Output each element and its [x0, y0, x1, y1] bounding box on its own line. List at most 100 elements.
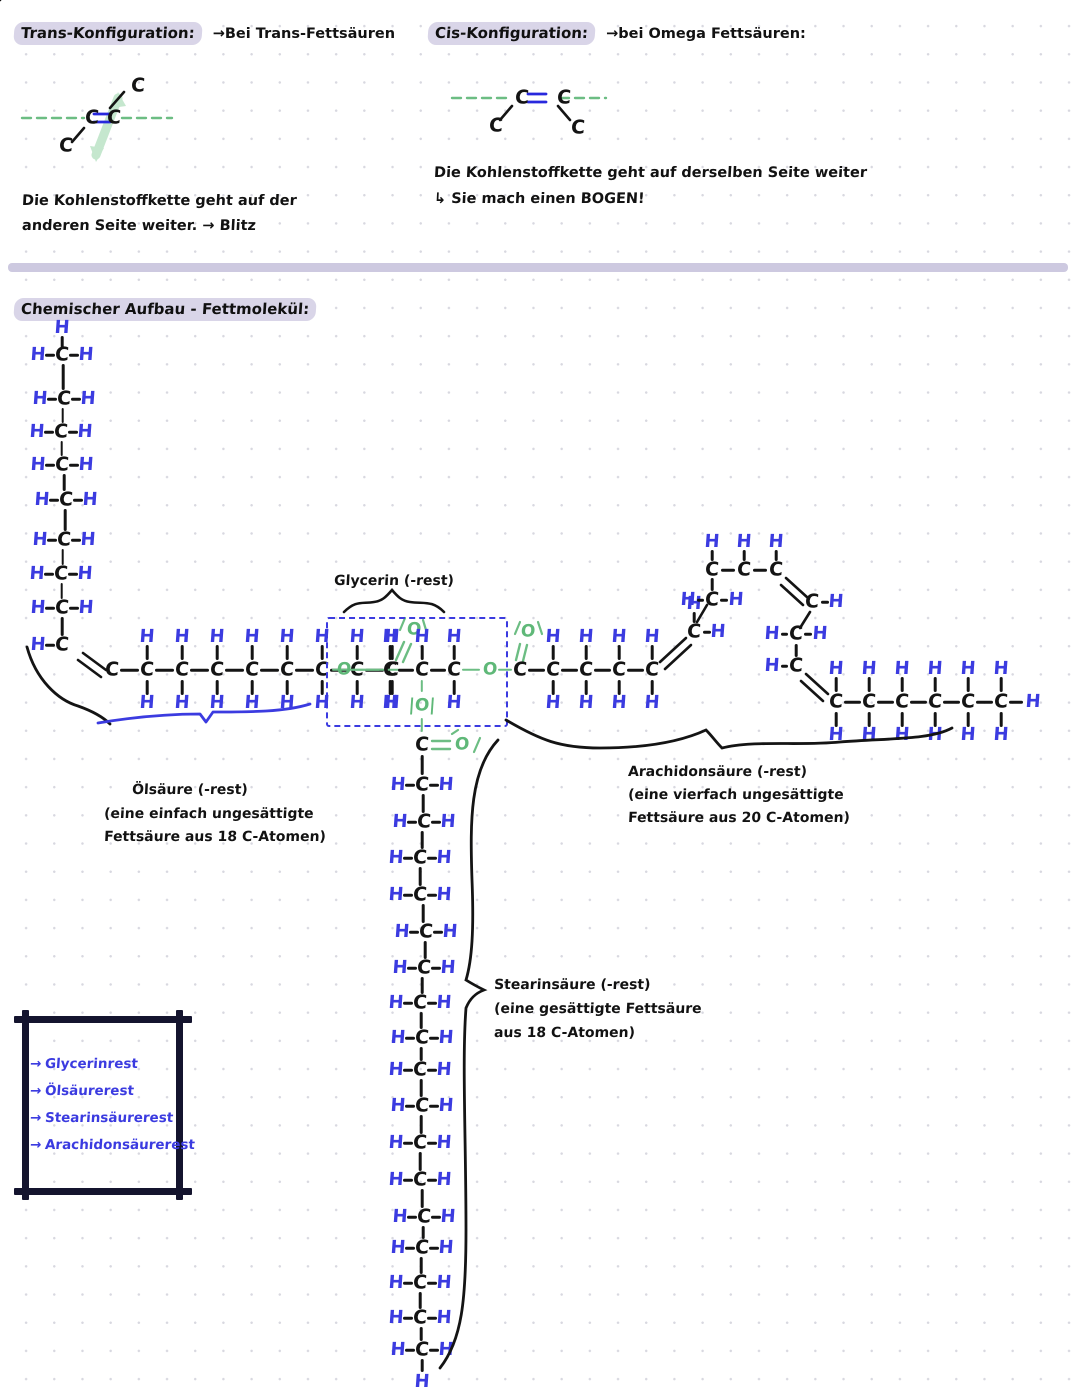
stearic-carbon-10: C	[414, 1094, 430, 1117]
bond-horizontal	[781, 664, 788, 668]
bond-horizontal	[45, 353, 55, 357]
legend-label-4: Arachidonsäurerest	[44, 1137, 196, 1153]
bond-horizontal	[976, 700, 993, 704]
stearic-h-left-4: H	[387, 884, 405, 905]
arachidonic-h-tail-bot-14: H	[827, 724, 845, 745]
trans-carbon-1: C	[84, 106, 100, 129]
bond-vertical	[145, 645, 149, 660]
bond-horizontal	[753, 568, 767, 572]
glycerin-label: Glycerin (-rest)	[333, 573, 455, 589]
cis-title: Cis-Konfiguration:	[427, 22, 596, 45]
glycerin-dashed-box	[326, 617, 508, 727]
bond-horizontal	[403, 1178, 413, 1182]
bond-horizontal	[407, 820, 417, 824]
arachidonic-desc-line1: (eine vierfach ungesättigte	[627, 787, 845, 803]
bond-horizontal	[403, 1068, 413, 1072]
glycerin-h-bot-1: H	[381, 692, 399, 713]
bond-horizontal	[260, 668, 279, 672]
legend-item-2[interactable]: →Ölsäurerest	[29, 1083, 134, 1099]
stearic-h-right-5: H	[441, 921, 459, 942]
stearic-h-right-8: H	[437, 1027, 455, 1048]
stearic-h-right-16: H	[435, 1307, 453, 1328]
stearic-h-right-12: H	[435, 1169, 453, 1190]
oleic-h-right-8: H	[77, 597, 95, 618]
stearic-carbonyl-oxygen: O	[454, 734, 470, 755]
arachidonic-carbon-8: C	[704, 558, 720, 581]
bond-horizontal	[561, 668, 578, 672]
stearic-carbon-14: C	[414, 1236, 430, 1259]
oleic-h-bot-3: H	[173, 692, 191, 713]
arachidonic-h-c9: H	[735, 531, 753, 552]
bond-vertical	[742, 550, 746, 561]
stearic-carbon-5: C	[418, 920, 434, 943]
stearic-carbon-16: C	[412, 1306, 428, 1329]
arachidonic-carbon-17: C	[927, 690, 943, 713]
trans-carbon-2: C	[106, 106, 122, 129]
arachidonic-h-bot-3: H	[577, 692, 595, 713]
bond-vertical	[215, 645, 219, 660]
bond-vertical	[999, 712, 1003, 727]
bond-vertical	[617, 680, 621, 695]
cis-title-group: Cis-Konfiguration: →bei Omega Fettsäuren…	[427, 22, 806, 45]
legend-arrow-icon-4: →	[29, 1137, 42, 1153]
stearic-h-left-6: H	[391, 957, 409, 978]
stearic-carbon-1: C	[414, 773, 430, 796]
arachidonic-carbon-15: C	[861, 690, 877, 713]
bond-vertical	[63, 509, 67, 531]
bond-vertical	[419, 1012, 423, 1029]
oleic-h-carbon-2: C	[139, 658, 155, 681]
trans-carbon-3: C	[130, 74, 146, 97]
bond-horizontal	[427, 856, 437, 860]
section-divider	[8, 263, 1068, 272]
bond-horizontal	[49, 498, 59, 502]
arachidonic-carbon-12: C	[788, 622, 804, 645]
oleic-h-left-6: H	[31, 529, 49, 550]
oleic-carbon-2: C	[56, 387, 72, 410]
bond-horizontal	[69, 606, 79, 610]
oleic-carbon-6: C	[56, 528, 72, 551]
stearic-h-left-16: H	[387, 1307, 405, 1328]
bond-horizontal	[877, 700, 894, 704]
bond-horizontal	[409, 930, 419, 934]
bond-vertical	[867, 677, 871, 692]
bond-horizontal	[804, 632, 812, 636]
oleic-desc-line1: (eine einfach ungesättigte	[103, 806, 315, 822]
stearic-carbonyl-carbon: C	[414, 733, 430, 756]
glycerin-ester-oxygen-left: O	[336, 659, 352, 680]
stearic-h-left-5: H	[393, 921, 411, 942]
legend-item-4[interactable]: →Arachidonsäurerest	[29, 1137, 196, 1153]
bond-horizontal	[398, 668, 414, 672]
arachidonic-carbon-3: C	[578, 658, 594, 681]
arachidonic-h-bot-5: H	[643, 692, 661, 713]
stearic-h-right-3: H	[435, 847, 453, 868]
arachidonic-carbon-7: C	[704, 588, 720, 611]
bond-vertical	[966, 712, 970, 727]
bond-horizontal	[431, 1215, 441, 1219]
bond-vertical	[145, 680, 149, 695]
bond-vertical	[710, 550, 714, 561]
legend-item-1[interactable]: →Glycerinrest	[29, 1056, 138, 1072]
arachidonic-carbon-14: C	[828, 690, 844, 713]
stearic-carbon-13: C	[416, 1205, 432, 1228]
bond-vertical	[933, 712, 937, 727]
oleic-h-left-8: H	[29, 597, 47, 618]
oleic-h-left-5: H	[33, 489, 51, 510]
legend-item-3[interactable]: →Stearinsäurerest	[29, 1110, 174, 1126]
bond-horizontal	[190, 668, 209, 672]
trans-title: Trans-Konfiguration:	[13, 22, 203, 45]
oleic-h-left-1: H	[29, 344, 47, 365]
bond-horizontal	[44, 572, 54, 576]
bond-horizontal	[403, 1001, 413, 1005]
stearic-h-left-3: H	[387, 847, 405, 868]
bond-horizontal	[403, 1281, 413, 1285]
bond-vertical	[421, 904, 425, 923]
glycerin-carbon-1: C	[382, 658, 398, 681]
arachidonic-h-c10: H	[767, 531, 785, 552]
stearic-h-left-7: H	[387, 992, 405, 1013]
bond-horizontal	[429, 1348, 439, 1352]
arachidonic-h-c13: H	[763, 655, 781, 676]
arachidonic-carbon-6: C	[686, 620, 702, 643]
arachidonic-label: Arachidonsäure (-rest)	[627, 764, 808, 780]
glycerin-h-top-2: H	[413, 626, 431, 647]
oleic-h-top-5: H	[243, 626, 261, 647]
